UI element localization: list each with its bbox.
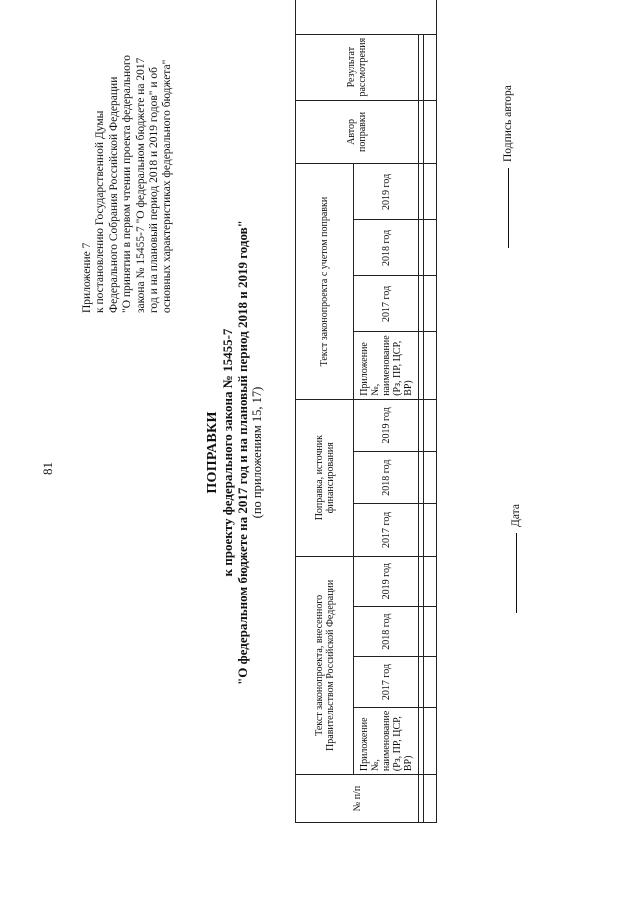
signature-underline xyxy=(515,533,518,613)
annex-header: Приложение 7 к постановлению Государстве… xyxy=(81,0,175,313)
title-line3: "О федеральном бюджете на 2017 год и на … xyxy=(235,220,250,685)
signature-underline xyxy=(507,168,510,248)
annex-line: основных характеристиках федерального бю… xyxy=(161,59,174,313)
author-signature-line: Подпись автора xyxy=(502,63,514,248)
document-title: ПОПРАВКИ к проекту федерального закона №… xyxy=(205,0,265,905)
annex-line: к постановлению Государственной Думы xyxy=(94,110,107,313)
table-header-row: № п/п Текст законопроекта, внесенного Пр… xyxy=(295,0,437,823)
header-no: № п/п xyxy=(295,774,419,823)
subheader-2018: 2018 год xyxy=(353,606,419,657)
header-text-with-amendment: Текст законопроекта с учетом поправки xyxy=(295,163,354,400)
table-row xyxy=(423,0,437,823)
subheader-annex: Приложение №, наименование (Рз, ПР, ЦСР,… xyxy=(353,331,419,400)
subheader-2018: 2018 год xyxy=(353,451,419,504)
annex-line: Федерального Собрания Российской Федерац… xyxy=(107,76,120,313)
annex-line: год и на плановый период 2018 и 2019 год… xyxy=(148,67,161,313)
annex-line: закона № 15455-7 "О федеральном бюджете … xyxy=(134,57,147,313)
subheader-2019: 2019 год xyxy=(353,399,419,452)
annex-line: Приложение 7 xyxy=(81,242,93,313)
subheader-2018: 2018 год xyxy=(353,219,419,276)
title-main: ПОПРАВКИ xyxy=(205,411,220,494)
amendments-table: № п/п Текст законопроекта, внесенного Пр… xyxy=(295,0,437,823)
subheader-2019: 2019 год xyxy=(353,163,419,220)
date-signature-line: Дата xyxy=(510,443,522,613)
date-label: Дата xyxy=(510,504,522,527)
title-line2: к проекту федерального закона № 15455-7 xyxy=(220,328,235,577)
header-result: Результат рассмотрения xyxy=(295,34,419,101)
empty-cell xyxy=(295,0,437,35)
subheader-2017: 2017 год xyxy=(353,503,419,557)
header-gov-text: Текст законопроекта, внесенного Правител… xyxy=(295,556,354,775)
header-author: Автор поправки xyxy=(295,100,419,164)
annex-line: "О принятии в первом чтении проекта феде… xyxy=(121,54,134,313)
subheader-annex: Приложение №, наименование (Рз, ПР, ЦСР,… xyxy=(353,707,419,775)
subheader-2017: 2017 год xyxy=(353,656,419,708)
header-amendment: Поправка, источник финансирования xyxy=(295,399,354,557)
page-number: 81 xyxy=(40,462,55,475)
author-signature-label: Подпись автора xyxy=(502,85,514,162)
subheader-2019: 2019 год xyxy=(353,556,419,607)
subheader-2017: 2017 год xyxy=(353,275,419,332)
title-line4: (по приложениям 15, 17) xyxy=(250,386,264,519)
